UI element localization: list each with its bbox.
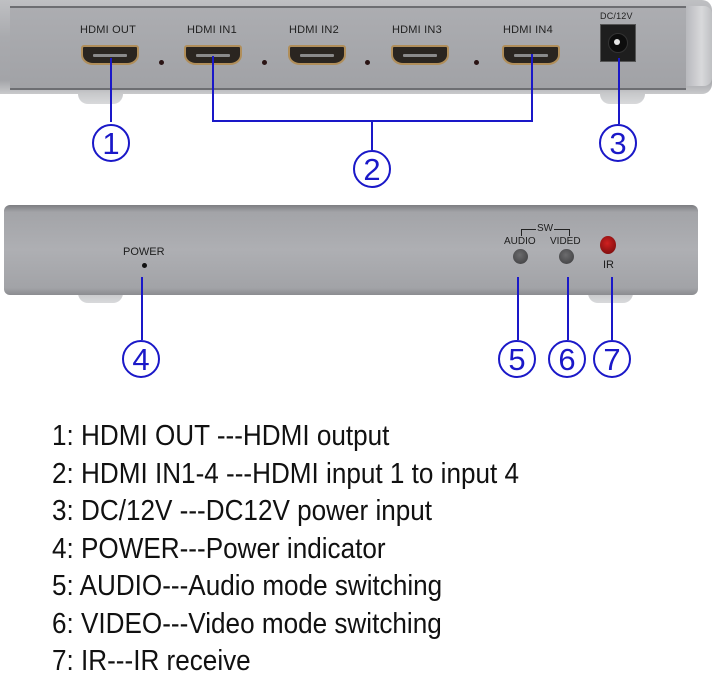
- callout-line-7: [611, 277, 613, 340]
- indicator-dot: [365, 60, 370, 65]
- callout-6: 6: [548, 340, 586, 378]
- hdmi-in2-port[interactable]: [288, 45, 346, 65]
- rear-foot-right: [600, 94, 645, 104]
- legend-item-4: 4: POWER---Power indicator: [52, 532, 386, 565]
- callout-line-2c: [371, 120, 373, 150]
- callout-line-2a: [212, 56, 214, 122]
- audio-label: AUDIO: [504, 236, 536, 247]
- hdmi-in4-label: HDMI IN4: [503, 24, 553, 36]
- power-indicator-led: [142, 263, 147, 268]
- legend-item-6: 6: VIDEO---Video mode switching: [52, 607, 442, 640]
- callout-line-1: [110, 58, 112, 122]
- audio-switch-button[interactable]: [513, 249, 528, 264]
- legend-item-7: 7: IR---IR receive: [52, 645, 251, 677]
- hdmi-in3-label: HDMI IN3: [392, 24, 442, 36]
- rear-panel: HDMI OUT HDMI IN1 HDMI IN2 HDMI IN3 HDMI…: [0, 0, 720, 104]
- indicator-dot: [474, 60, 479, 65]
- callout-1: 1: [92, 124, 130, 162]
- dc-power-jack[interactable]: [600, 24, 636, 62]
- dc-12v-label: DC/12V: [600, 11, 633, 21]
- rear-foot-left: [78, 94, 123, 104]
- callout-line-2b: [531, 54, 533, 122]
- ir-label: IR: [603, 259, 614, 271]
- callout-4: 4: [122, 340, 160, 378]
- legend-item-2: 2: HDMI IN1-4 ---HDMI input 1 to input 4: [52, 457, 520, 490]
- video-switch-button[interactable]: [559, 249, 574, 264]
- legend-item-3: 3: DC/12V ---DC12V power input: [52, 495, 433, 527]
- indicator-dot: [159, 60, 164, 65]
- front-foot-right: [588, 293, 633, 303]
- legend-item-1: 1: HDMI OUT ---HDMI output: [52, 420, 390, 452]
- callout-line-5: [517, 277, 519, 340]
- dc-jack-pin: [614, 39, 620, 45]
- power-label: POWER: [123, 246, 165, 258]
- hdmi-in2-label: HDMI IN2: [289, 24, 339, 36]
- callout-7: 7: [593, 340, 631, 378]
- sw-label: SW: [536, 223, 555, 234]
- video-label: VIDED: [550, 236, 581, 247]
- hdmi-in3-port[interactable]: [391, 45, 449, 65]
- callout-2: 2: [353, 150, 391, 188]
- indicator-dot: [262, 60, 267, 65]
- callout-5: 5: [498, 340, 536, 378]
- callout-line-3: [618, 58, 620, 124]
- front-foot-left: [78, 293, 123, 303]
- legend-item-5: 5: AUDIO---Audio mode switching: [52, 570, 443, 602]
- ir-receiver: [600, 236, 616, 254]
- hdmi-in1-label: HDMI IN1: [187, 24, 237, 36]
- front-panel: [4, 205, 698, 295]
- callout-3: 3: [599, 124, 637, 162]
- hdmi-out-label: HDMI OUT: [80, 24, 136, 36]
- callout-line-6: [567, 277, 569, 340]
- callout-line-4: [141, 277, 143, 340]
- rear-end-cap: [686, 6, 712, 86]
- legend: 1: HDMI OUT ---HDMI output 2: HDMI IN1-4…: [52, 418, 519, 681]
